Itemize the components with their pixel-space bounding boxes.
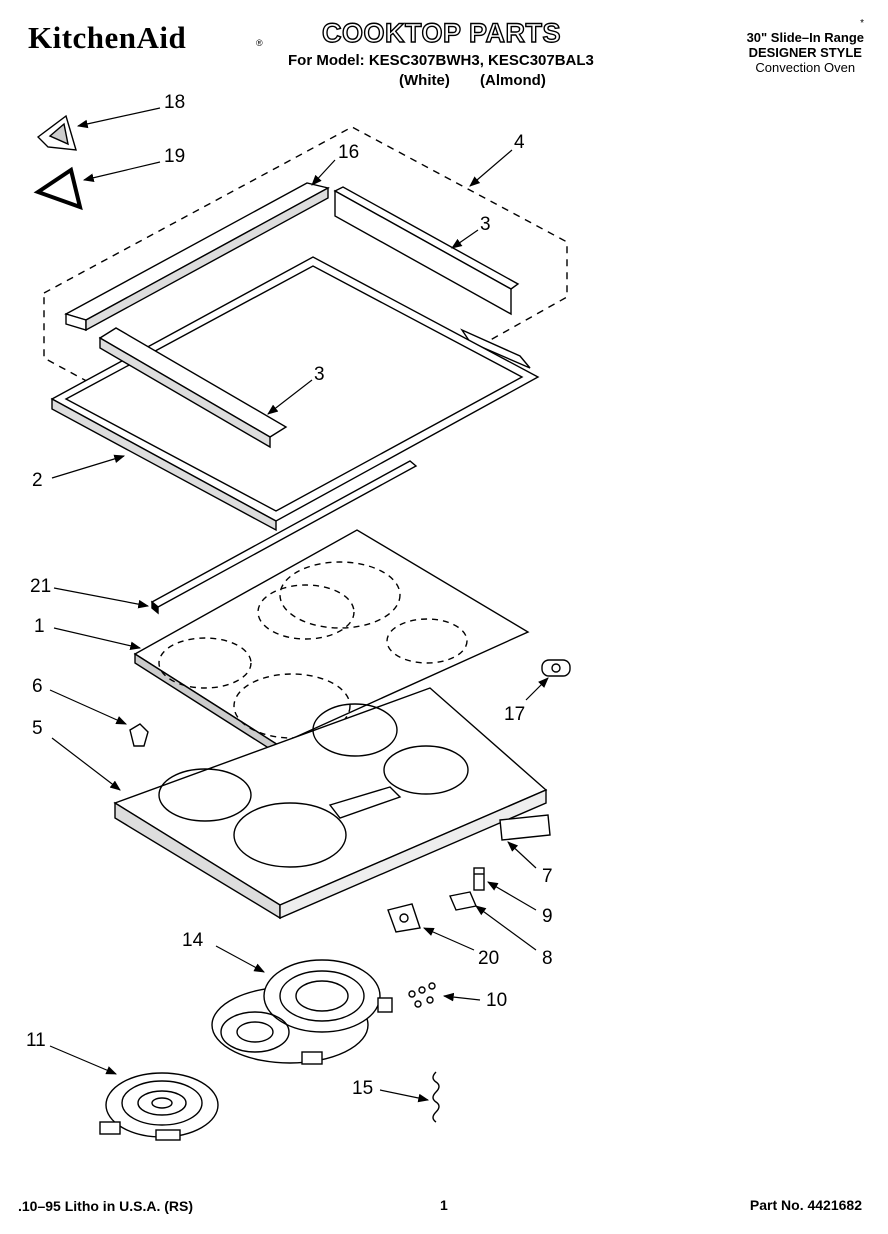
page-number: 1 [440,1197,448,1213]
style-label: DESIGNER STYLE [748,45,862,60]
part-17-connector [541,659,571,677]
callout-10: 10 [486,990,508,1011]
part-3-side-trim-left [98,327,288,449]
callout-5: 5 [32,718,43,739]
callout-6: 6 [32,676,43,697]
oven-type: Convection Oven [755,60,856,75]
callout-20: 20 [478,948,500,969]
callout-4: 4 [514,132,525,153]
part-10-terminals [408,982,436,1008]
part-8-block [449,891,477,911]
part-19-gasket [33,166,83,211]
product-description: 30" Slide–In Range DESIGNER STYLE Convec… [747,30,864,75]
callout-21: 21 [30,576,52,597]
part-5-cooktop-base [113,687,551,920]
callout-11: 11 [26,1030,46,1051]
range-type: 30" Slide–In Range [746,30,864,45]
callout-18: 18 [164,92,186,113]
registered-mark: ® [256,38,263,48]
variant-white: (White) [399,72,450,89]
part-3-side-trim-right [333,186,531,369]
callout-9: 9 [542,906,553,927]
color-variants: (White) (Almond) [399,72,572,89]
model-line: For Model: KESC307BWH3, KESC307BAL3 [288,52,594,69]
note-mark: * [860,18,864,29]
part-11-single-element [99,1072,219,1141]
callout-8: 8 [542,948,553,969]
part-6-clip [129,723,149,747]
part-2-frame [50,256,540,532]
callout-17: 17 [504,704,526,725]
callout-3-lower: 3 [314,364,325,385]
part-number: Part No. 4421682 [749,1197,862,1213]
part-14-dual-element [211,959,393,1065]
callout-7: 7 [542,866,553,887]
brand-logo: KitchenAid [28,20,187,55]
callout-14: 14 [182,930,204,951]
variant-almond: (Almond) [480,72,546,89]
litho-note: .10–95 Litho in U.S.A. (RS) [18,1198,194,1214]
part-21-front-strip [150,460,418,615]
callout-1: 1 [34,616,45,637]
part-20-bracket [387,903,421,933]
callout-16: 16 [338,142,360,163]
part-1-glass-cooktop [133,529,530,756]
page-title: COOKTOP PARTS [321,17,562,48]
part-18-badge [36,114,77,151]
leader-lines [49,107,549,1103]
part-16-rear-trim [64,182,330,332]
callout-19: 19 [164,146,186,167]
callout-3-upper: 3 [480,214,491,235]
callout-2: 2 [32,470,43,491]
part-15-spring [432,1071,440,1123]
callout-15: 15 [352,1078,374,1099]
part-9-screw [473,867,485,891]
